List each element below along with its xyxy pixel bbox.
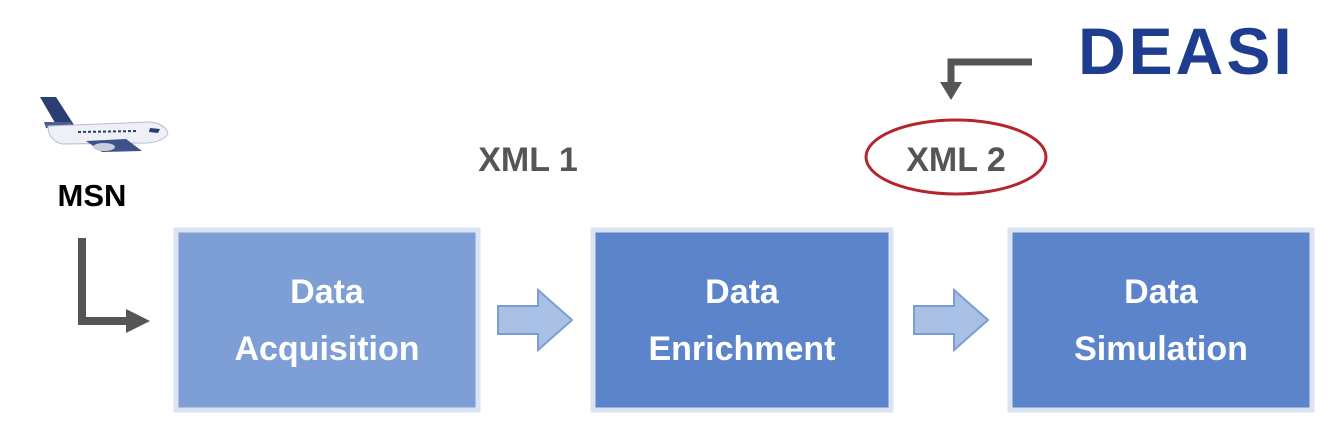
stage-title-line2: Acquisition [234, 330, 419, 368]
flow-arrow-2 [913, 287, 990, 353]
stage-data-simulation: Data Simulation [1007, 227, 1315, 413]
stage-title-line1: Data [705, 273, 780, 311]
msn-to-acquisition-arrow [78, 238, 150, 333]
xml2-highlight-ellipse [864, 118, 1048, 196]
stage-title-line1: Data [1124, 273, 1199, 311]
logo-text: DEASI [1078, 14, 1295, 88]
deasi-logo: DEASI [1078, 14, 1295, 88]
airplane-icon [40, 97, 169, 152]
logo-to-xml2-arrow [940, 58, 1032, 100]
stage-title-line2: Enrichment [648, 330, 835, 368]
xml1-label: XML 1 [478, 141, 578, 179]
flow-arrow-1 [497, 287, 574, 353]
stage-data-enrichment: Data Enrichment [590, 227, 894, 413]
stage-title-line1: Data [290, 273, 365, 311]
xml2-label: XML 2 [906, 141, 1006, 179]
stage-title-line2: Simulation [1074, 330, 1248, 368]
stage-data-acquisition: Data Acquisition [173, 227, 481, 413]
msn-label: MSN [58, 178, 127, 213]
